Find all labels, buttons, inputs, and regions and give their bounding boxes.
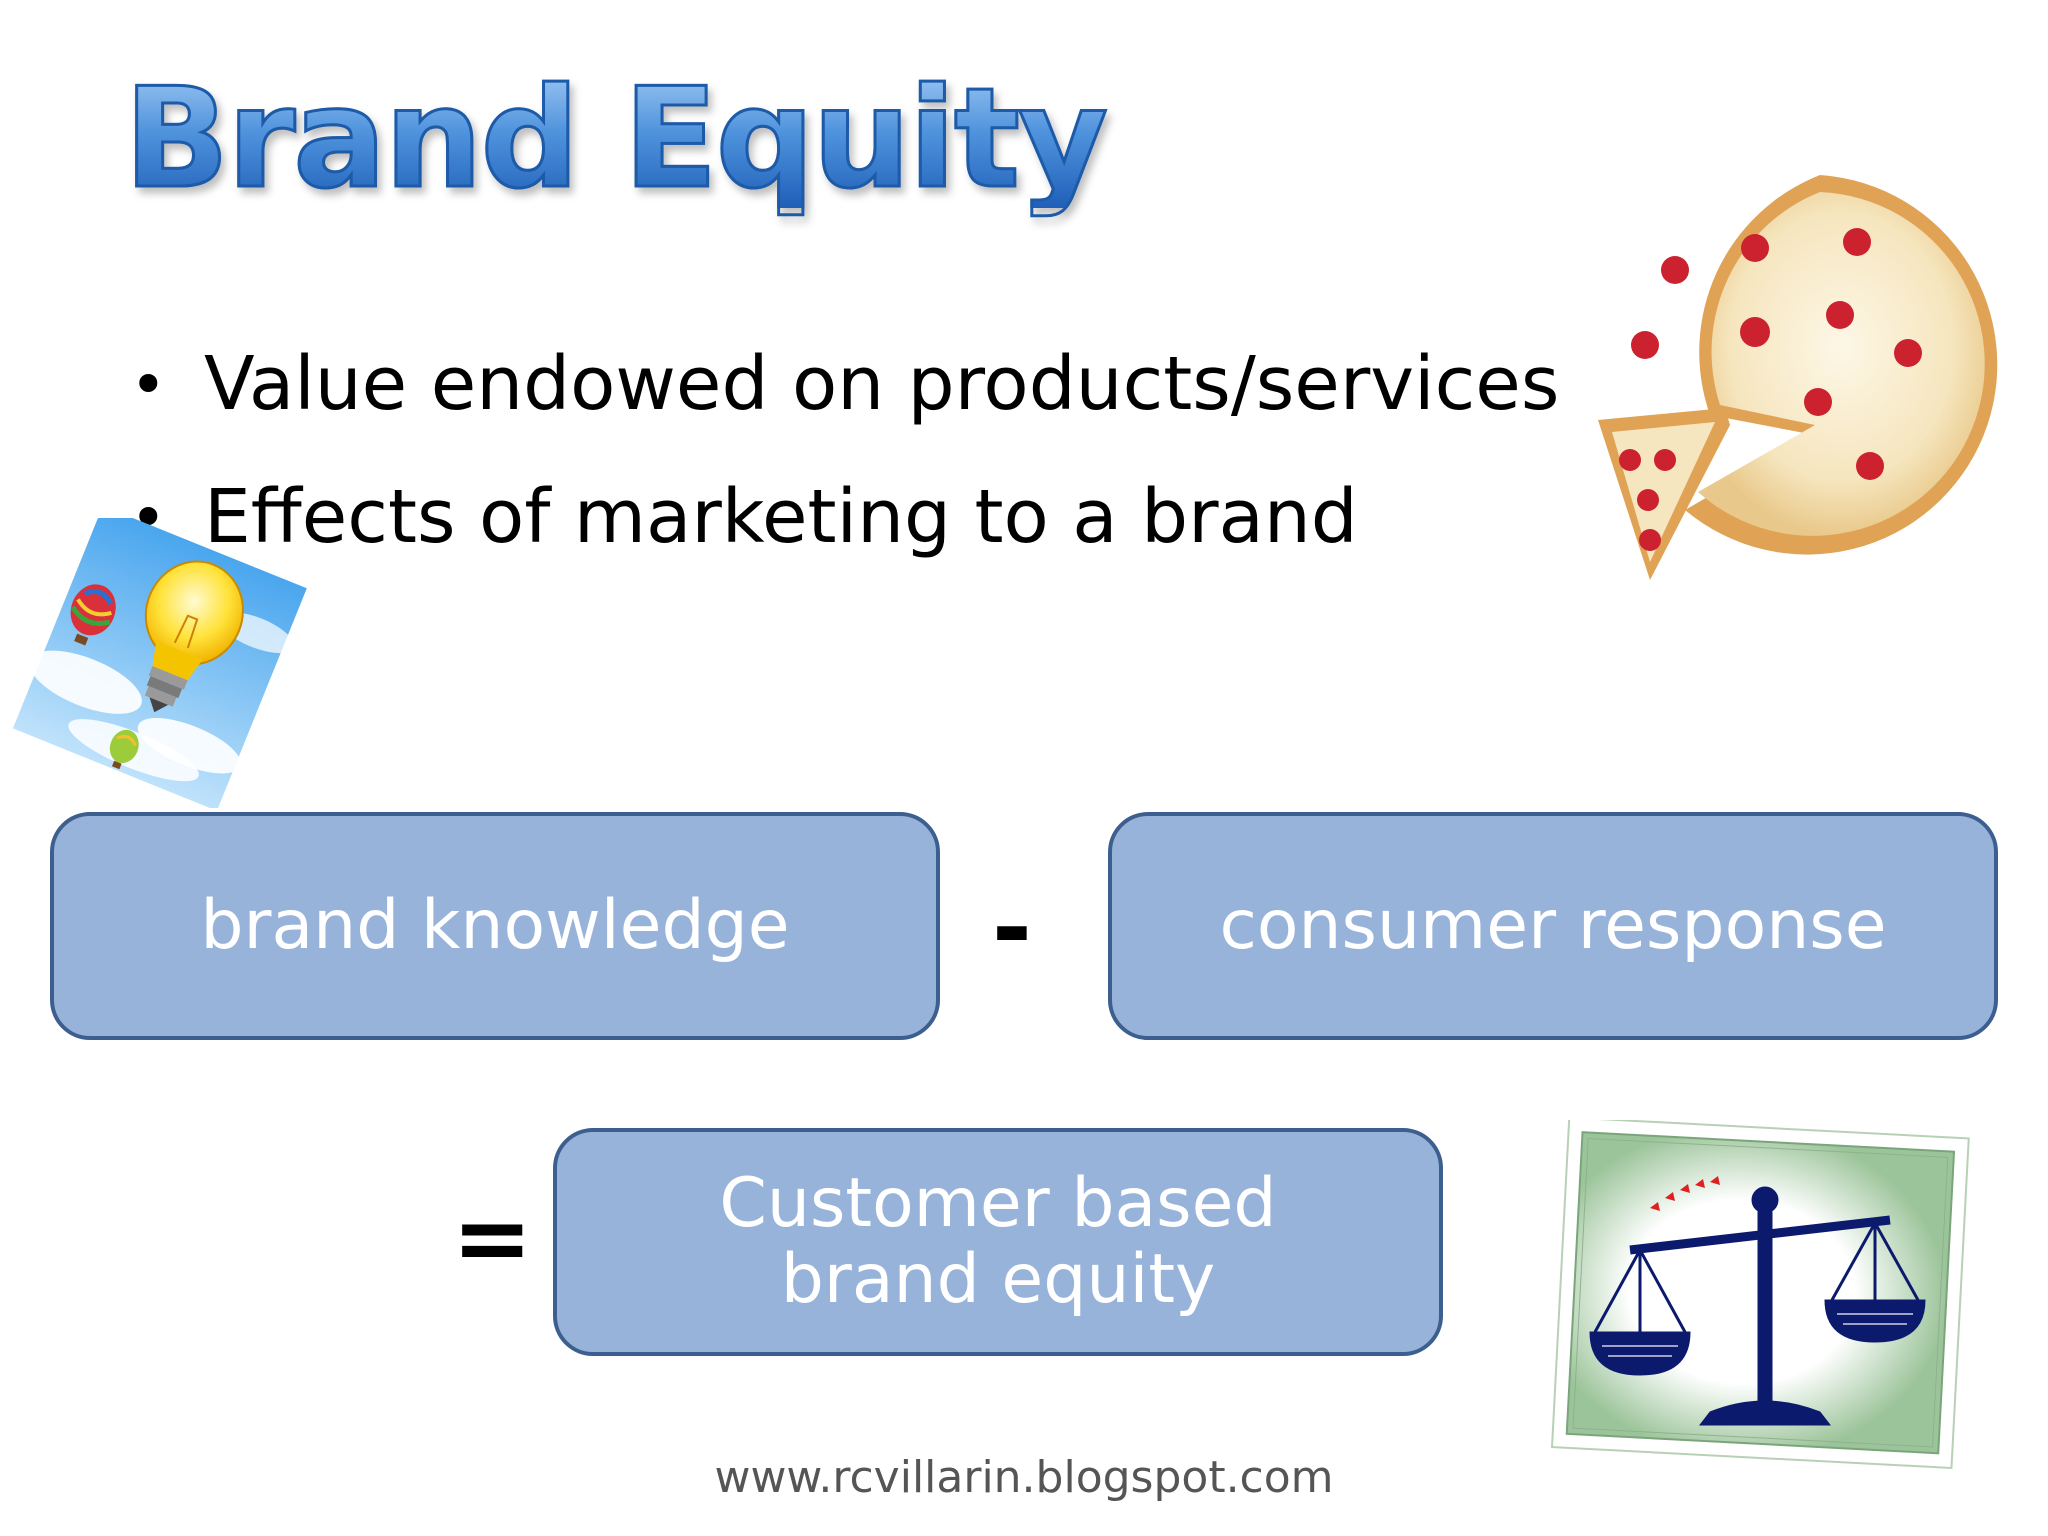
brand-knowledge-label: brand knowledge: [200, 885, 790, 965]
brand-knowledge-box: brand knowledge: [50, 812, 940, 1040]
bullet-icon: •: [130, 348, 167, 421]
pizza-icon: [1598, 175, 1998, 580]
equals-operator: =: [452, 1182, 533, 1294]
bullet-list: • Value endowed on products/services • E…: [122, 318, 1559, 584]
consumer-response-label: consumer response: [1219, 885, 1887, 965]
customer-based-brand-equity-box: Customer based brand equity: [553, 1128, 1443, 1356]
minus-operator: -: [992, 872, 1032, 984]
consumer-response-box: consumer response: [1108, 812, 1998, 1040]
bullet-text: Value endowed on products/services: [204, 341, 1560, 427]
customer-based-brand-equity-label: Customer based brand equity: [719, 1163, 1277, 1319]
bullet-item: • Value endowed on products/services: [122, 318, 1559, 451]
slide-title: Brand Equity: [123, 58, 1110, 219]
footer-url: www.rcvillarin.blogspot.com: [714, 1452, 1334, 1503]
bullet-text: Effects of marketing to a brand: [204, 474, 1358, 560]
bullet-item: • Effects of marketing to a brand: [122, 451, 1559, 584]
lightbulb-icon: [12, 518, 307, 808]
balance-scale-icon: [1550, 1120, 1970, 1470]
